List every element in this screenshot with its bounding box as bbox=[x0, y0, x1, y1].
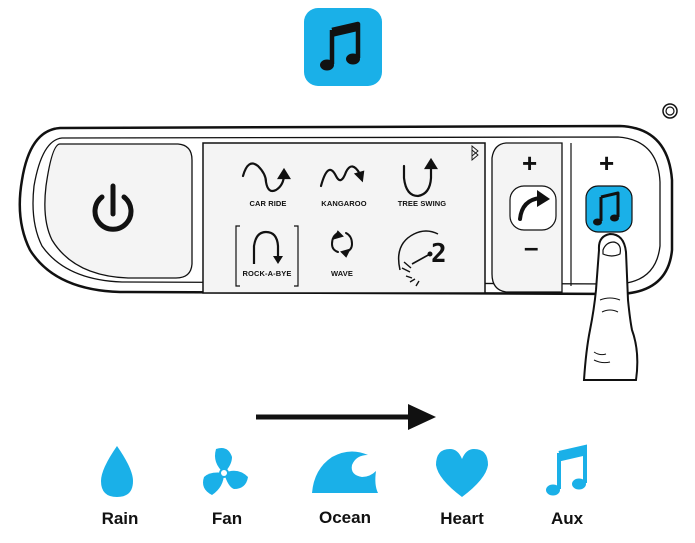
music-note-icon bbox=[320, 21, 361, 71]
top-music-badge bbox=[304, 8, 382, 86]
sound-plus-button[interactable]: + bbox=[599, 148, 615, 178]
mode-label-wave: WAVE bbox=[331, 269, 353, 278]
speed-value: 2 bbox=[431, 239, 447, 269]
sound-control[interactable] bbox=[585, 185, 633, 233]
speed-dial-icon bbox=[397, 230, 439, 287]
tree-swing-icon bbox=[402, 157, 438, 198]
power-button[interactable] bbox=[44, 143, 193, 279]
music-note-icon bbox=[593, 191, 620, 226]
indicator-ring bbox=[662, 103, 678, 119]
mode-label-car-ride: CAR RIDE bbox=[249, 199, 287, 208]
ocean-wave-icon bbox=[310, 441, 380, 506]
mode-label-tree-swing: TREE SWING bbox=[397, 199, 447, 208]
power-icon bbox=[92, 183, 134, 232]
rock-a-bye-icon bbox=[235, 225, 299, 287]
motion-plus-button[interactable]: + bbox=[522, 148, 538, 178]
mode-display bbox=[202, 142, 486, 294]
sound-label-fan: Fan bbox=[211, 509, 243, 528]
music-note-icon bbox=[537, 441, 597, 506]
fan-icon bbox=[194, 443, 254, 508]
motion-arrow-button[interactable] bbox=[509, 185, 557, 231]
motion-arrow-icon bbox=[518, 190, 550, 221]
wave-icon bbox=[330, 230, 354, 258]
sound-label-rain: Rain bbox=[101, 509, 139, 528]
kangaroo-icon bbox=[319, 165, 365, 188]
car-ride-icon bbox=[241, 162, 291, 193]
heart-icon bbox=[432, 443, 492, 508]
mode-label-kangaroo: KANGAROO bbox=[321, 199, 367, 208]
sound-label-aux: Aux bbox=[550, 509, 584, 528]
pointing-finger-illustration bbox=[582, 232, 639, 381]
raindrop-icon bbox=[87, 441, 147, 506]
motion-control[interactable] bbox=[491, 142, 563, 293]
motion-minus-button[interactable]: – bbox=[524, 232, 539, 262]
mode-label-rock-a-bye: ROCK-A-BYE bbox=[242, 269, 292, 278]
sound-music-button[interactable] bbox=[585, 185, 633, 233]
bluetooth-icon bbox=[471, 145, 479, 161]
sound-label-ocean: Ocean bbox=[319, 508, 371, 527]
sound-label-heart: Heart bbox=[440, 509, 484, 528]
right-arrow-icon bbox=[256, 404, 436, 430]
